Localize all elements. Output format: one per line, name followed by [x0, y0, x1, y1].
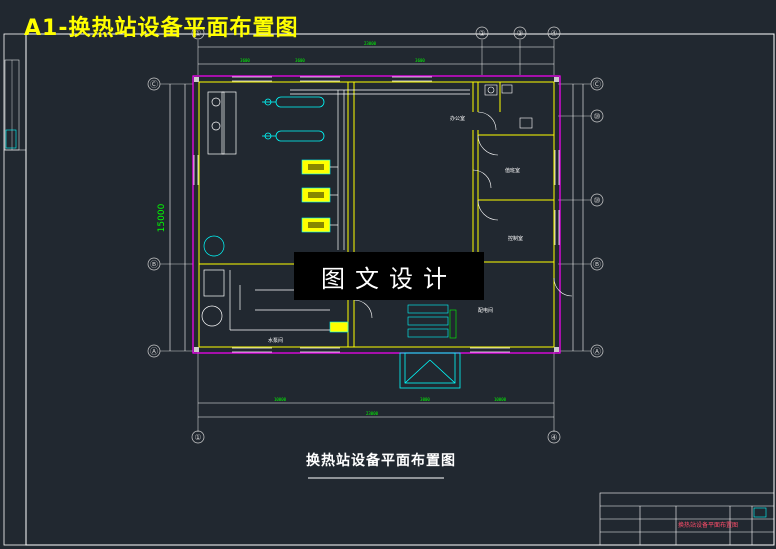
- top-dimensions: [198, 46, 554, 65]
- sheet-title: A1-换热站设备平面布置图: [24, 16, 299, 41]
- control-panels: [407, 304, 457, 339]
- axis-label-top-3: ③: [516, 29, 523, 38]
- drawing-caption: 换热站设备平面布置图: [306, 453, 456, 469]
- dim-top-seg3: 3600: [415, 58, 425, 63]
- entrance-porch: [399, 352, 461, 389]
- dim-bottom-seg2: 3000: [420, 397, 430, 402]
- axis-label-left-c: Ⓒ: [150, 80, 158, 89]
- outer-wall-outline: [192, 75, 561, 354]
- door-swings: [353, 111, 573, 319]
- title-block: [599, 492, 775, 546]
- axis-label-right-c: Ⓒ: [593, 80, 601, 89]
- axis-bubble-bottom-4: [547, 430, 561, 444]
- axis-label-right-a: Ⓐ: [593, 347, 601, 356]
- room-label-office: 办公室: [450, 115, 465, 122]
- binding-strip: [3, 33, 27, 546]
- axis-bubble-top-3: [513, 26, 527, 40]
- room-label-duty: 值班室: [505, 167, 520, 174]
- axis-label-top-4: ④: [550, 29, 557, 38]
- dim-overall-depth: 15000: [157, 203, 167, 232]
- axis-bubble-top-2: [475, 26, 489, 40]
- axis-label-right-b: Ⓑ: [593, 260, 601, 269]
- dim-bottom-total: 23000: [366, 411, 379, 416]
- axis-label-left-b: Ⓑ: [150, 260, 158, 269]
- room-label-pump: 水泵间: [268, 337, 283, 344]
- axis-bubble-bottom-1: [191, 430, 205, 444]
- axis-label-right-10b: ⑩: [593, 196, 600, 205]
- axis-bubble-top-1: [191, 26, 205, 40]
- axis-label-right-10a: ⑩: [593, 112, 600, 121]
- bathroom-fixtures: [484, 84, 533, 129]
- dim-bottom-seg1: 10000: [274, 397, 287, 402]
- title-block-drawing-name: 换热站设备平面布置图: [678, 522, 739, 529]
- axis-label-bottom-1: ①: [194, 433, 201, 442]
- axis-lines-top: [197, 40, 555, 432]
- heat-exchangers: [262, 96, 325, 142]
- interior-walls: [198, 81, 555, 348]
- circulating-pumps: [301, 159, 349, 333]
- axis-label-top-1: ①: [194, 29, 201, 38]
- dim-overall-width: 23000: [364, 41, 377, 46]
- axis-label-bottom-4: ④: [550, 433, 557, 442]
- dim-top-seg2: 3600: [295, 58, 305, 63]
- windows: [193, 76, 560, 353]
- softener-equipment: [201, 91, 237, 327]
- room-label-power: 配电间: [478, 307, 493, 314]
- axis-label-top-2: ②: [478, 29, 485, 38]
- axis-bubble-top-4: [547, 26, 561, 40]
- watermark: 图文设计: [294, 252, 484, 300]
- axis-label-left-a: Ⓐ: [150, 347, 158, 356]
- dim-bottom-seg3: 10000: [494, 397, 507, 402]
- room-label-control: 控制室: [508, 235, 523, 242]
- dim-top-seg1: 3600: [240, 58, 250, 63]
